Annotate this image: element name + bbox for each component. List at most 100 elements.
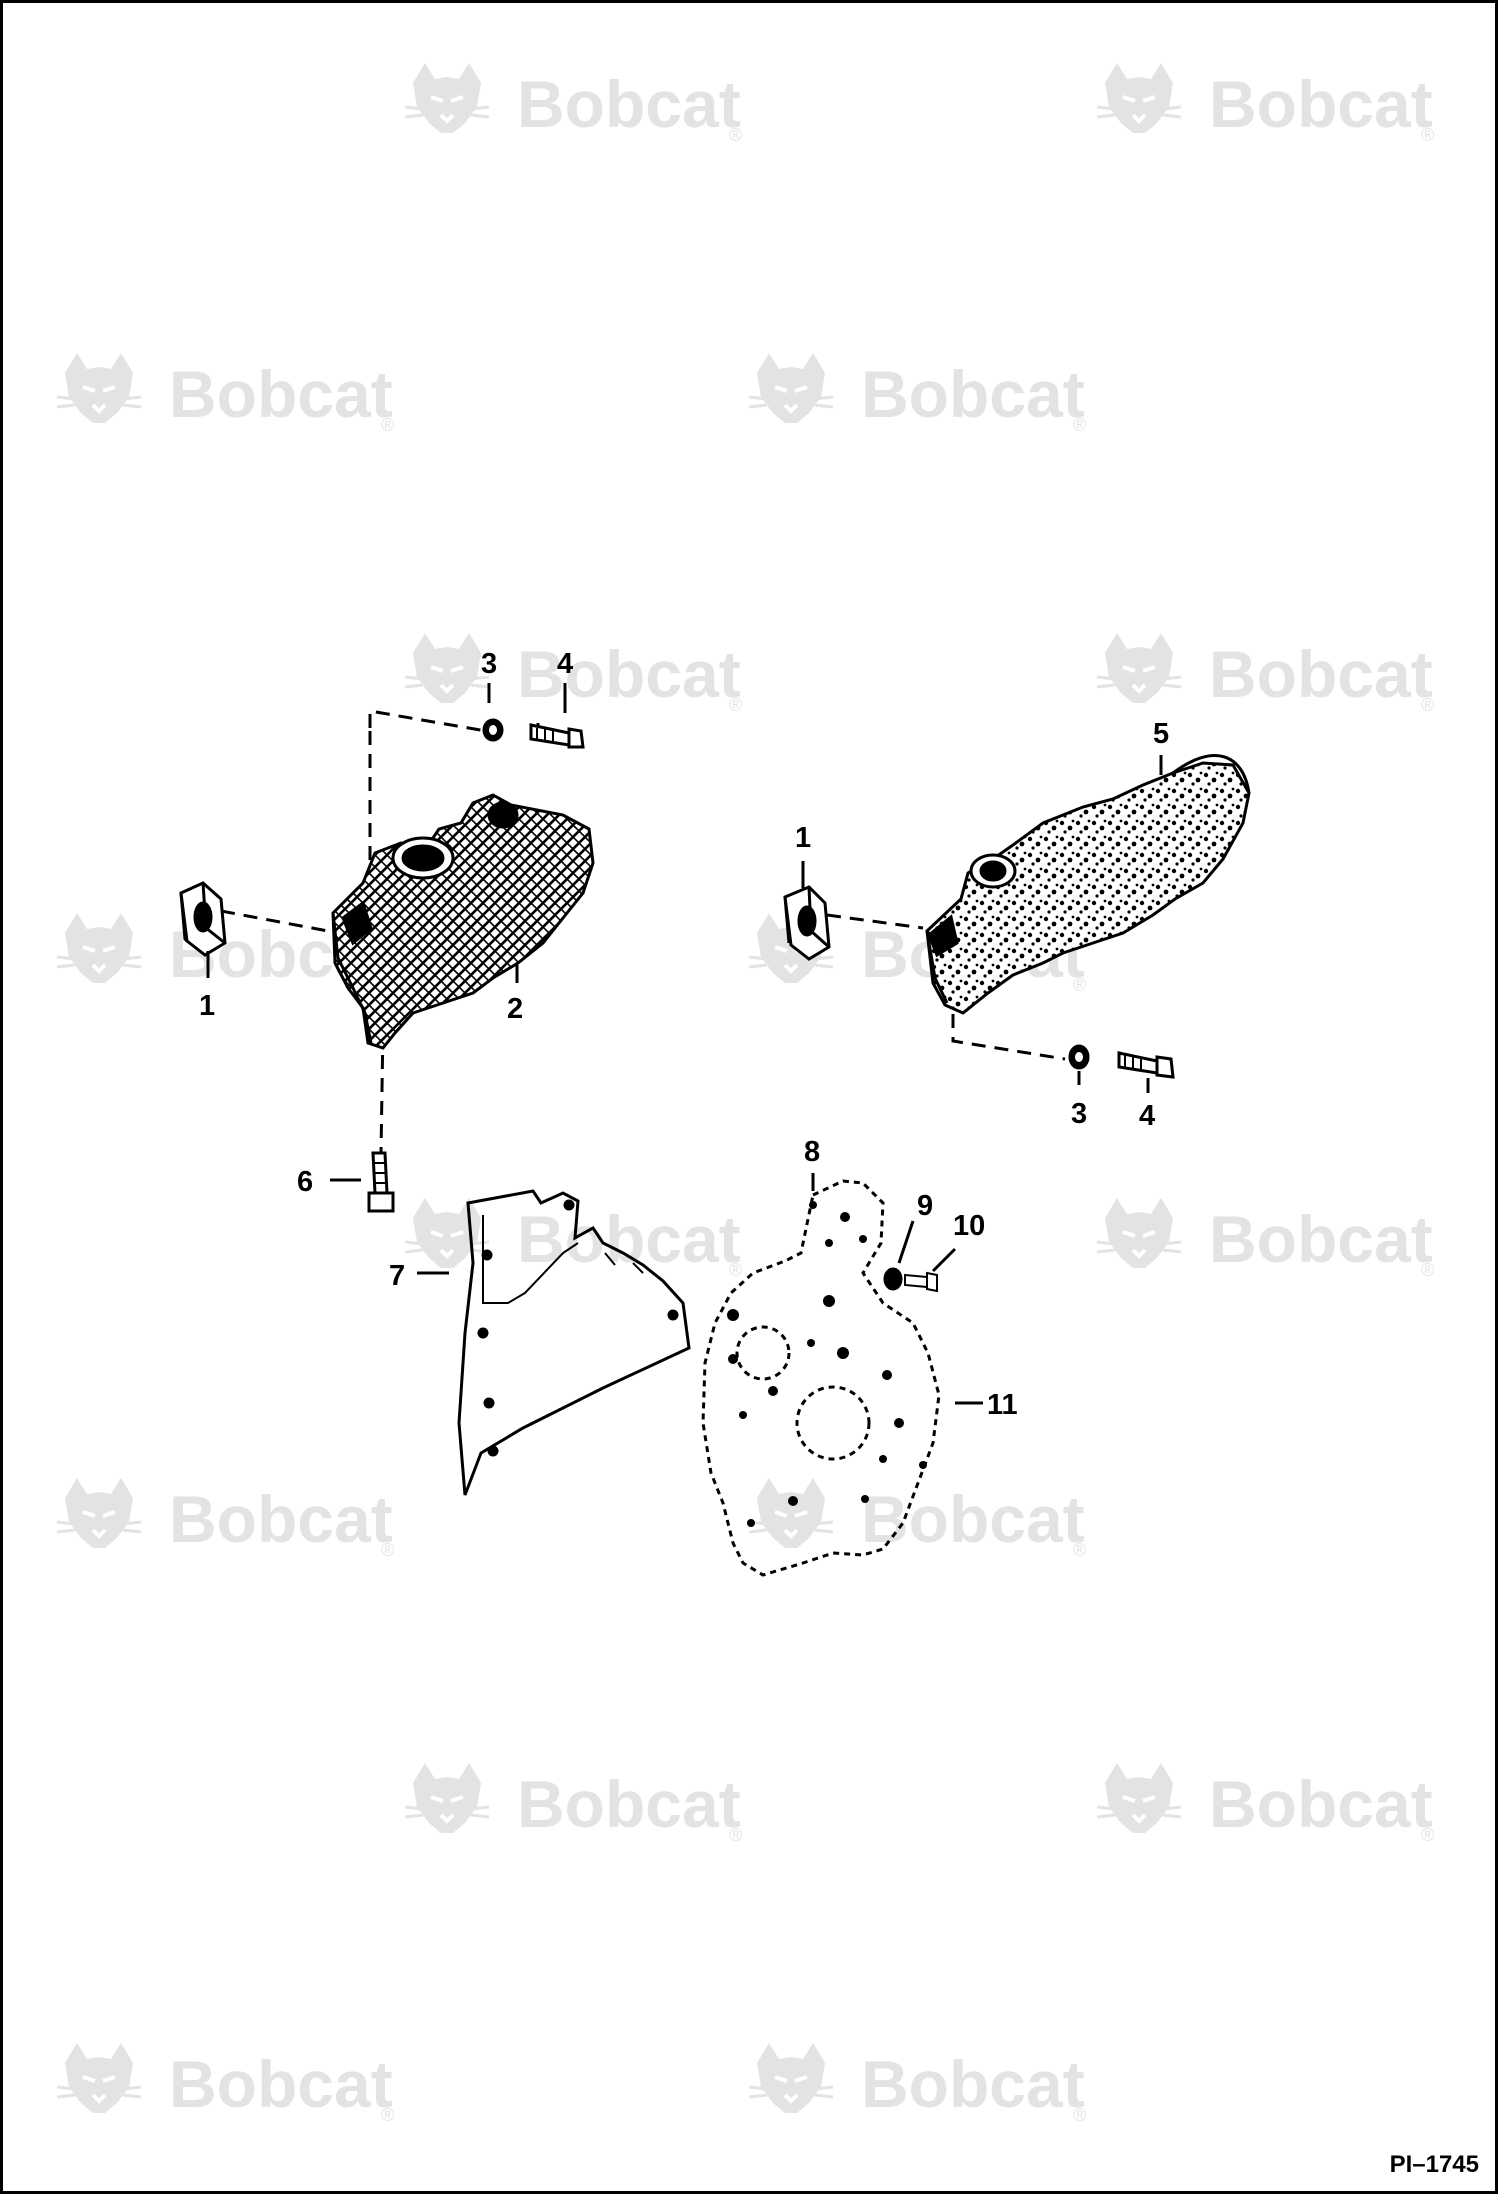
watermark: Bobcat ®	[403, 1761, 742, 1845]
callout-number: 7	[389, 1260, 405, 1292]
watermark-text: Bobcat	[1209, 1202, 1433, 1276]
watermark-text: Bobcat	[517, 1767, 741, 1841]
watermark-registered: ®	[381, 415, 394, 435]
bobcat-logo-icon	[1095, 631, 1183, 705]
watermark: Bobcat ®	[747, 1476, 1086, 1560]
watermark-registered: ®	[729, 125, 742, 145]
watermark-text: Bobcat	[517, 67, 741, 141]
watermark: Bobcat ®	[1095, 1761, 1434, 1845]
watermark: Bobcat ®	[403, 631, 742, 715]
bobcat-logo-icon	[747, 2041, 835, 2115]
left-washer-part	[482, 718, 504, 742]
watermark-text: Bobcat	[517, 1202, 741, 1276]
watermark-text: Bobcat	[861, 357, 1085, 431]
watermark-text: Bobcat	[861, 2047, 1085, 2121]
front-plate-holes	[727, 1201, 927, 1527]
watermark: Bobcat ®	[1095, 1196, 1434, 1280]
watermark-registered: ®	[1421, 695, 1434, 715]
watermark-layer: Bobcat ® Bobcat ® Bobcat ® Bobcat ® Bobc…	[55, 61, 1434, 2125]
leader-line	[897, 1220, 915, 1264]
callout-number: 2	[507, 993, 523, 1025]
bobcat-logo-icon	[55, 2041, 143, 2115]
right-bolt-part	[1117, 1051, 1175, 1079]
bobcat-logo-icon	[1095, 1196, 1183, 1270]
callout-number: 9	[917, 1190, 933, 1222]
callout-number: 8	[804, 1136, 820, 1168]
illustration-id: PI–1745	[1389, 2151, 1479, 2178]
watermark-text: Bobcat	[169, 2047, 393, 2121]
watermark-registered: ®	[729, 695, 742, 715]
watermark-registered: ®	[1073, 415, 1086, 435]
watermark: Bobcat ®	[55, 351, 394, 435]
bobcat-logo-icon	[55, 351, 143, 425]
watermark-text: Bobcat	[169, 357, 393, 431]
watermark-text: Bobcat	[1209, 637, 1433, 711]
watermark-text: Bobcat	[861, 1482, 1085, 1556]
assembly-line	[826, 913, 924, 930]
left-assembly	[179, 709, 595, 1213]
exploded-parts-diagram: Bobcat ® Bobcat ® Bobcat ® Bobcat ® Bobc…	[55, 61, 1434, 2125]
watermark-text: Bobcat	[1209, 67, 1433, 141]
callout-number: 1	[199, 990, 215, 1022]
left-lower-bolt-part	[367, 1151, 395, 1213]
watermark-registered: ®	[1073, 1540, 1086, 1560]
watermark-registered: ®	[729, 1825, 742, 1845]
watermark-text: Bobcat	[517, 637, 741, 711]
watermark-registered: ®	[1421, 1260, 1434, 1280]
assembly-line	[368, 709, 540, 733]
callout-number: 11	[987, 1389, 1018, 1421]
plate-gasket-part	[457, 1189, 691, 1496]
watermark-registered: ®	[1421, 125, 1434, 145]
bobcat-logo-icon	[1095, 1761, 1183, 1835]
watermark-text: Bobcat	[169, 1482, 393, 1556]
bobcat-logo-icon	[403, 1196, 491, 1270]
right-gasket-part	[783, 885, 831, 961]
bobcat-logo-icon	[403, 1761, 491, 1835]
watermark: Bobcat ®	[403, 61, 742, 145]
right-washer-part	[1068, 1044, 1090, 1070]
plate-washer-part	[883, 1267, 903, 1291]
bobcat-logo-icon	[55, 1476, 143, 1550]
watermark: Bobcat ®	[55, 2041, 394, 2125]
left-manifold-part	[331, 793, 595, 1050]
callout-number: 1	[795, 822, 811, 854]
right-manifold-part	[925, 754, 1251, 1015]
right-assembly	[783, 754, 1251, 1079]
front-plate-part	[701, 1179, 941, 1577]
callout-number: 6	[297, 1166, 313, 1198]
assembly-line	[220, 909, 329, 933]
watermark-text: Bobcat	[1209, 1767, 1433, 1841]
watermark: Bobcat ®	[747, 351, 1086, 435]
callout-number: 4	[1139, 1100, 1155, 1132]
front-plate-assembly	[457, 1179, 941, 1577]
watermark-registered: ®	[381, 1540, 394, 1560]
bobcat-logo-icon	[1095, 61, 1183, 135]
watermark: Bobcat ®	[1095, 61, 1434, 145]
bobcat-logo-icon	[55, 911, 143, 985]
watermark-registered: ®	[1073, 2105, 1086, 2125]
plate-bolt-part	[904, 1271, 938, 1293]
watermark: Bobcat ®	[1095, 631, 1434, 715]
watermark: Bobcat ®	[55, 1476, 394, 1560]
bobcat-logo-icon	[747, 1476, 835, 1550]
watermark-registered: ®	[729, 1260, 742, 1280]
left-gasket-part	[179, 881, 227, 957]
callout-number: 5	[1153, 718, 1169, 750]
callout-labels: 3 4 1 2 6 5 1 3 4 7 8 9 10 11	[199, 648, 1169, 1421]
callout-number: 4	[557, 648, 573, 680]
watermark: Bobcat ®	[747, 2041, 1086, 2125]
callout-number: 3	[1071, 1098, 1087, 1130]
watermark-registered: ®	[381, 2105, 394, 2125]
callout-number: 3	[481, 648, 497, 680]
bobcat-logo-icon	[403, 61, 491, 135]
watermark: Bobcat ®	[403, 1196, 742, 1280]
bobcat-logo-icon	[747, 351, 835, 425]
watermark-registered: ®	[1421, 1825, 1434, 1845]
callout-number: 10	[953, 1210, 985, 1242]
leader-line	[931, 1247, 957, 1273]
left-bolt-part	[529, 723, 585, 749]
watermark-registered: ®	[1073, 975, 1086, 995]
leader-lines	[206, 683, 1163, 1405]
bobcat-logo-icon	[403, 631, 491, 705]
